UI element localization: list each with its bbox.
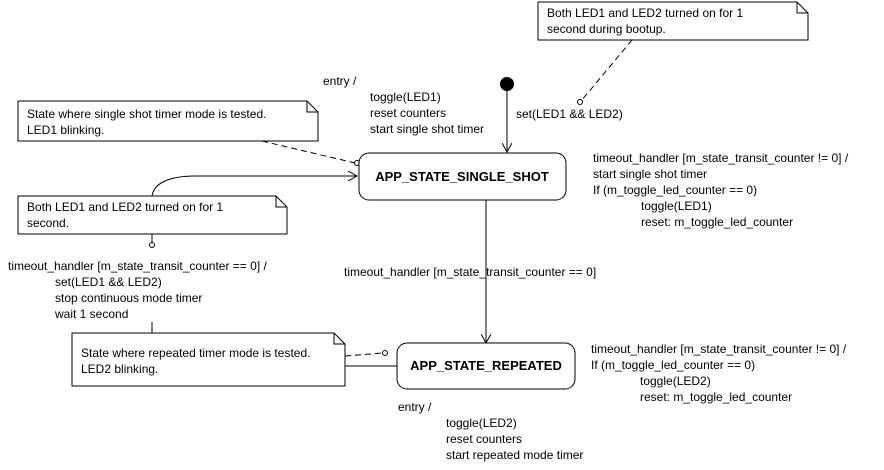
repeated-to-single-line2: set(LED1 && LED2) bbox=[55, 275, 162, 289]
repeated-internal-line4: reset: m_toggle_led_counter bbox=[640, 390, 792, 404]
single-shot-note: State where single shot timer mode is te… bbox=[17, 100, 319, 142]
repeated-note-connector bbox=[344, 352, 384, 357]
bootup-note-anchor bbox=[577, 99, 583, 105]
single-entry-line2: reset counters bbox=[370, 106, 446, 120]
bootup-note-line2: second during bootup. bbox=[547, 22, 666, 36]
repeated-to-single-line4: wait 1 second bbox=[54, 307, 128, 321]
repeated-internal-line3: toggle(LED2) bbox=[640, 374, 711, 388]
single-internal-line2: start single shot timer bbox=[593, 167, 707, 181]
repeated-to-single-line3: stop continuous mode timer bbox=[55, 291, 202, 305]
single-entry-line1: toggle(LED1) bbox=[370, 90, 441, 104]
state-single-shot-label: APP_STATE_SINGLE_SHOT bbox=[375, 169, 549, 184]
single-entry-title: entry / bbox=[323, 74, 357, 88]
initial-set-label: set(LED1 && LED2) bbox=[516, 107, 623, 121]
repeated-entry-line2: reset counters bbox=[446, 432, 522, 446]
single-internal-line5: reset: m_toggle_led_counter bbox=[641, 215, 793, 229]
single-entry-line3: start single shot timer bbox=[370, 122, 484, 136]
single-to-repeated-label: timeout_handler [m_state_transit_counter… bbox=[344, 265, 596, 279]
repeated-note-line2: LED2 blinking. bbox=[81, 362, 158, 376]
initial-state bbox=[500, 77, 514, 91]
transition-note-anchor bbox=[149, 242, 155, 248]
single-internal-line1: timeout_handler [m_state_transit_counter… bbox=[593, 151, 849, 165]
single-internal-line3: If (m_toggle_led_counter == 0) bbox=[593, 183, 757, 197]
state-repeated[interactable]: APP_STATE_REPEATED bbox=[396, 342, 576, 390]
bootup-note: Both LED1 and LED2 turned on for 1 secon… bbox=[537, 1, 809, 41]
repeated-note-line1: State where repeated timer mode is teste… bbox=[81, 346, 310, 360]
repeated-entry-line3: start repeated mode timer bbox=[446, 448, 583, 462]
single-internal-line4: toggle(LED1) bbox=[641, 199, 712, 213]
single-shot-note-connector bbox=[261, 140, 356, 164]
transition-note-line1: Both LED1 and LED2 turned on for 1 bbox=[27, 200, 223, 214]
bootup-note-line1: Both LED1 and LED2 turned on for 1 bbox=[547, 6, 743, 20]
state-single-shot[interactable]: APP_STATE_SINGLE_SHOT bbox=[358, 152, 567, 201]
single-shot-note-line1: State where single shot timer mode is te… bbox=[27, 107, 266, 121]
transition-note-line2: second. bbox=[27, 216, 69, 230]
bootup-note-connector bbox=[580, 39, 633, 102]
repeated-to-single-line1: timeout_handler [m_state_transit_counter… bbox=[8, 259, 267, 273]
single-shot-note-line2: LED1 blinking. bbox=[27, 123, 104, 137]
repeated-entry-title: entry / bbox=[398, 400, 432, 414]
repeated-internal-line2: If (m_toggle_led_counter == 0) bbox=[591, 358, 755, 372]
repeated-note: State where repeated timer mode is teste… bbox=[71, 332, 346, 387]
repeated-note-anchor bbox=[382, 350, 388, 356]
state-repeated-label: APP_STATE_REPEATED bbox=[410, 358, 562, 373]
repeated-internal-line1: timeout_handler [m_state_transit_counter… bbox=[591, 342, 847, 356]
transition-note: Both LED1 and LED2 turned on for 1 secon… bbox=[17, 195, 288, 235]
repeated-entry-line1: toggle(LED2) bbox=[446, 416, 517, 430]
